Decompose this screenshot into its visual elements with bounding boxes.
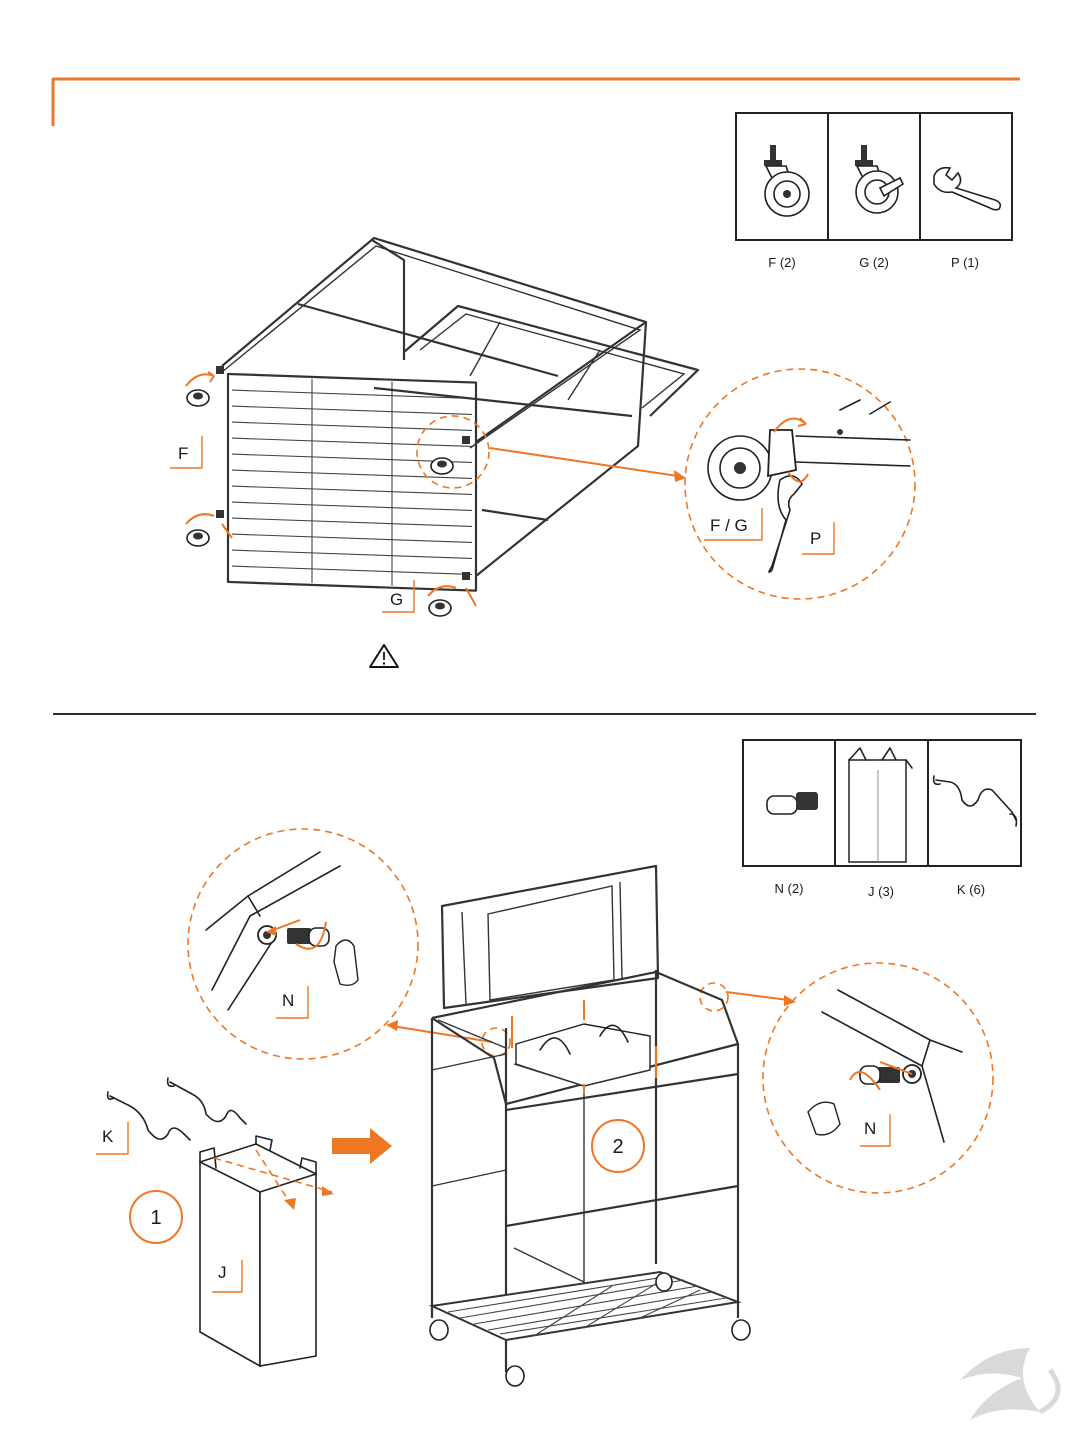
- pin-zoom-left: [188, 829, 418, 1059]
- caster-zoom-detail: [685, 369, 915, 599]
- part-label-p: P (1): [951, 255, 979, 270]
- svg-text:P: P: [810, 529, 821, 548]
- caster-front-right: [431, 458, 453, 474]
- svg-text:G: G: [390, 590, 403, 609]
- caster-top-left: [186, 372, 214, 406]
- svg-text:F / G: F / G: [710, 516, 748, 535]
- step2-parts-table: [743, 740, 1021, 866]
- assembled-cart: [430, 866, 750, 1386]
- fabric-bag-icon: [849, 748, 912, 862]
- part-label-f: F (2): [768, 255, 795, 270]
- storage-bag-j: [200, 1136, 334, 1366]
- next-step-arrow: [332, 1128, 392, 1164]
- brand-swirl-logo: [960, 1348, 1058, 1420]
- svg-text:K: K: [102, 1127, 114, 1146]
- callout-k: K: [96, 1122, 128, 1154]
- callout-fg: F / G: [704, 508, 762, 540]
- step-2-marker: 2: [592, 1120, 644, 1172]
- callout-f: F: [170, 436, 202, 468]
- svg-text:2: 2: [612, 1136, 623, 1158]
- pin-zoom-right: [763, 963, 993, 1193]
- svg-text:1: 1: [150, 1207, 161, 1229]
- svg-text:N: N: [282, 991, 294, 1010]
- part-label-k: K (6): [957, 882, 985, 897]
- callout-n-left: N: [276, 986, 308, 1018]
- part-label-n: N (2): [775, 881, 804, 896]
- callout-g: G: [382, 580, 414, 612]
- warning-triangle-icon: [370, 645, 398, 667]
- caster-bottom-left: [186, 514, 232, 546]
- svg-text:N: N: [864, 1119, 876, 1138]
- step-1-marker: 1: [130, 1191, 182, 1243]
- callout-p: P: [802, 522, 834, 554]
- zoom-source-highlight: [417, 416, 489, 488]
- callout-n-right: N: [860, 1114, 890, 1146]
- upside-down-cart-frame: [216, 238, 698, 591]
- zoom-leader-arrow: [490, 448, 686, 482]
- step1-parts-table: [736, 113, 1012, 240]
- part-label-j: J (3): [868, 884, 894, 899]
- zoom-leader-left: [386, 1020, 510, 1056]
- part-label-g: G (2): [859, 255, 889, 270]
- svg-text:J: J: [218, 1263, 227, 1282]
- svg-text:F: F: [178, 444, 188, 463]
